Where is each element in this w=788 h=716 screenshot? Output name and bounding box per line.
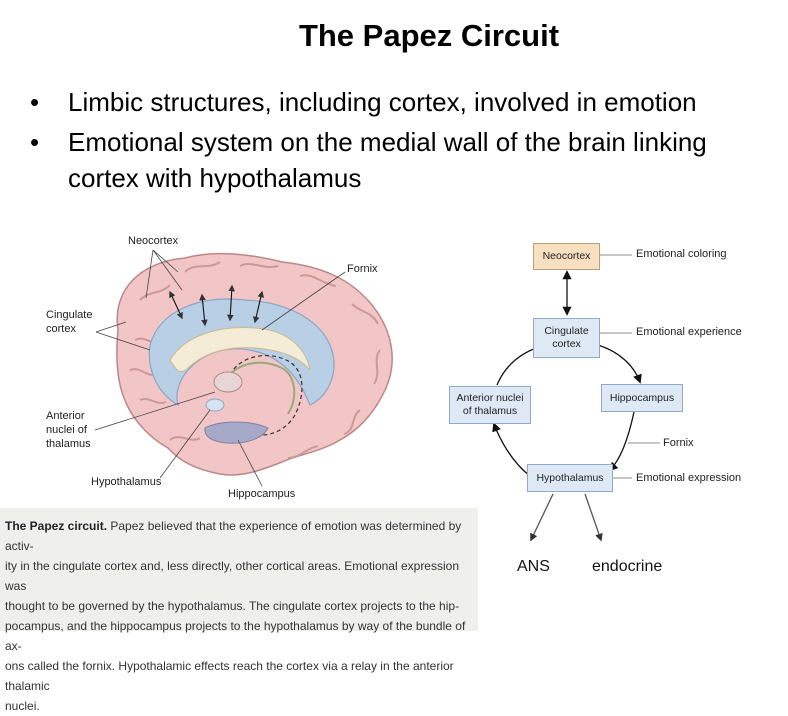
caption-line: ity in the cingulate cortex and, less di… <box>5 559 459 593</box>
label-hypothalamus: Hypothalamus <box>91 476 162 488</box>
label-neocortex: Neocortex <box>128 235 179 247</box>
box-cingulate-cortex: Cingulate cortex <box>533 318 600 358</box>
corpus-callosum <box>169 327 311 373</box>
box-hippocampus: Hippocampus <box>601 384 683 412</box>
bullet-list: Limbic structures, including cortex, inv… <box>30 84 780 200</box>
caption-heading: The Papez circuit. <box>5 519 108 533</box>
annotation-emotional-expression: Emotional expression <box>636 472 742 484</box>
bullet-item: Limbic structures, including cortex, inv… <box>30 84 780 120</box>
label-cingulate-cortex: Cingulate cortex <box>46 309 93 335</box>
label-hippocampus: Hippocampus <box>228 488 296 500</box>
thalamus <box>213 371 243 393</box>
caption-line: pocampus, and the hippocampus projects t… <box>5 619 466 653</box>
caption-line: The Papez circuit. Papez believed that t… <box>5 519 462 553</box>
label-anterior-nuclei: Anterior nuclei of thalamus <box>46 410 91 450</box>
brain-illustration <box>94 249 393 487</box>
box-hypothalamus: Hypothalamus <box>527 464 613 492</box>
flow-connectors <box>492 254 660 542</box>
annotation-emotional-coloring: Emotional coloring <box>636 248 727 260</box>
hypothalamus <box>205 398 225 412</box>
diagram-graphics <box>94 249 660 542</box>
fornix-path <box>229 354 303 438</box>
annotation-emotional-experience: Emotional experience <box>636 326 742 338</box>
figure-caption: The Papez circuit. Papez believed that t… <box>0 508 478 713</box>
bullet-item: Emotional system on the medial wall of t… <box>30 124 780 196</box>
caption-line: thought to be governed by the hypothalam… <box>5 599 460 613</box>
annotation-fornix: Fornix <box>663 437 694 449</box>
cingulate-region <box>148 298 335 407</box>
label-fornix: Fornix <box>347 263 378 275</box>
caption-line: nuclei. <box>5 699 40 713</box>
hippocampus <box>204 421 269 444</box>
slide-title: The Papez Circuit <box>298 18 560 53</box>
caption-line: ons called the fornix. Hypothalamic effe… <box>5 659 454 693</box>
box-neocortex: Neocortex <box>533 243 600 270</box>
output-ans: ANS <box>517 558 550 575</box>
output-endocrine: endocrine <box>592 558 663 575</box>
box-anterior-nuclei: Anterior nuclei of thalamus <box>449 386 531 424</box>
